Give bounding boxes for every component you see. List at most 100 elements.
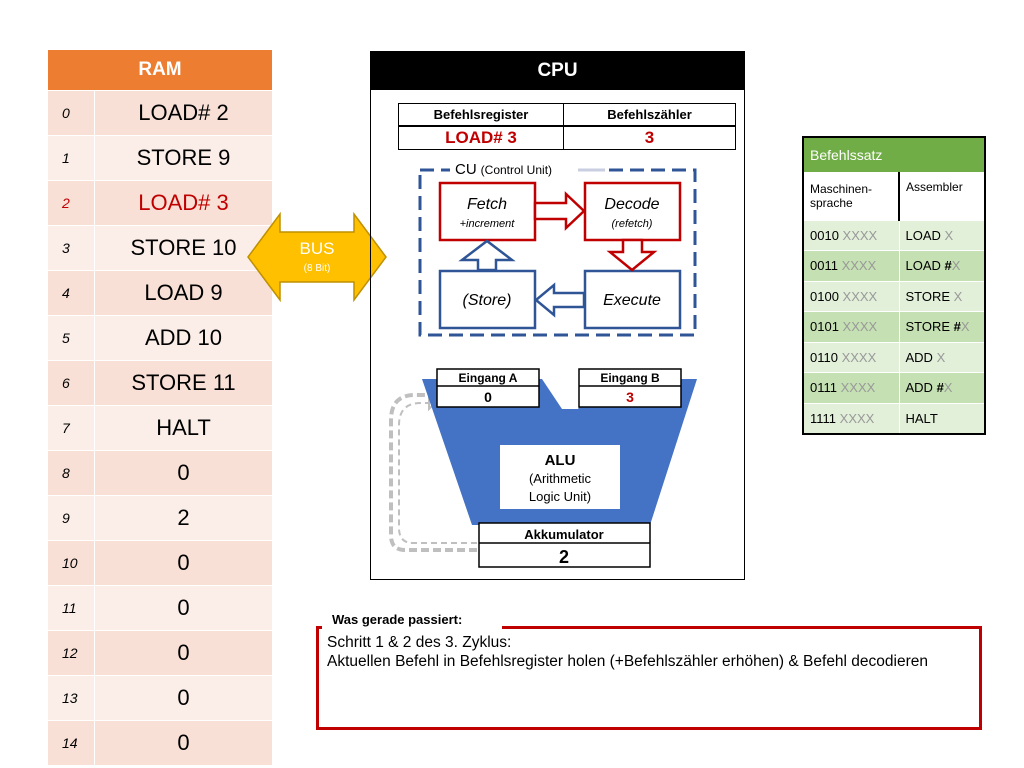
col-maschinensprache-line1: Maschinen- bbox=[810, 182, 873, 196]
arrow-fetch-decode bbox=[533, 191, 586, 231]
ram-address: 11 bbox=[62, 600, 77, 616]
opcode-cell: 0011 XXXX bbox=[802, 250, 900, 282]
ram-value: 0 bbox=[94, 721, 272, 765]
fetch-box bbox=[438, 181, 537, 242]
opcode-cell: 1111 XXXX bbox=[802, 402, 900, 435]
bus-label: BUS bbox=[300, 239, 335, 258]
decode-sublabel: (refetch) bbox=[612, 218, 653, 230]
ram-value: 2 bbox=[94, 496, 272, 540]
ram-address: 13 bbox=[62, 690, 78, 706]
bus-sublabel: (8 Bit) bbox=[304, 263, 331, 274]
assembler-cell: LOAD X bbox=[898, 219, 986, 251]
assembler-cell: LOAD #X bbox=[898, 250, 986, 282]
assembler-operand: X bbox=[960, 319, 970, 335]
opcode-cell: 0100 XXXX bbox=[802, 280, 900, 312]
assembler-mnemonic: STORE bbox=[905, 319, 954, 335]
akkumulator-value: 2 bbox=[559, 547, 569, 567]
befehlsregister-label: Befehlsregister bbox=[398, 103, 564, 127]
operand-placeholder: XXXX bbox=[837, 258, 877, 274]
operand-placeholder: XXXX bbox=[838, 288, 878, 304]
ram-address: 5 bbox=[62, 330, 70, 346]
alu-label-box bbox=[500, 445, 620, 509]
ram-value: LOAD# 2 bbox=[94, 91, 272, 135]
assembler-operand: X bbox=[936, 349, 946, 365]
arrow-decode-execute bbox=[606, 238, 658, 272]
cu-label-main: CU bbox=[455, 161, 477, 178]
opcode-cell: 0010 XXXX bbox=[802, 219, 900, 251]
eingang-a-label: Eingang A bbox=[459, 371, 518, 385]
status-line2: Aktuellen Befehl in Befehlsregister hole… bbox=[327, 653, 929, 670]
ram-value: 0 bbox=[94, 541, 272, 585]
ram-row: 0 LOAD# 2 bbox=[48, 90, 272, 135]
befehlsregister-value: LOAD# 3 bbox=[398, 125, 564, 150]
assembler-immediate-flag: # bbox=[936, 380, 944, 396]
control-unit-diagram: CU (Control Unit) Fetch +increment Decode… bbox=[418, 158, 697, 337]
assembler-immediate-flag: # bbox=[953, 319, 961, 335]
ram-address: 6 bbox=[62, 375, 70, 391]
assembler-operand: X bbox=[943, 380, 953, 396]
eingang-a-box bbox=[436, 368, 540, 408]
fetch-sublabel: +increment bbox=[460, 218, 516, 230]
assembler-mnemonic: HALT bbox=[905, 410, 938, 426]
decode-label: Decode bbox=[604, 196, 659, 213]
assembler-operand: X bbox=[944, 227, 954, 243]
ram-address: 0 bbox=[62, 105, 70, 121]
assembler-mnemonic: ADD bbox=[905, 349, 937, 365]
akkumulator-label: Akkumulator bbox=[524, 527, 603, 542]
ram-value: 0 bbox=[94, 631, 272, 675]
arrow-execute-store bbox=[534, 282, 586, 318]
execute-label: Execute bbox=[603, 292, 661, 309]
alu-diagram: Eingang A 0 Eingang B 3 ALU (Arithmetic … bbox=[389, 368, 697, 568]
opcode-bits: 0010 bbox=[810, 227, 839, 243]
ram-address: 4 bbox=[62, 285, 70, 301]
assembler-immediate-flag: # bbox=[944, 258, 952, 274]
assembler-operand: X bbox=[951, 258, 961, 274]
col-assembler: Assembler bbox=[898, 171, 986, 221]
eingang-b-box bbox=[578, 368, 682, 408]
alu-line2: Logic Unit) bbox=[529, 489, 591, 504]
fetch-label: Fetch bbox=[467, 196, 507, 213]
eingang-b-label: Eingang B bbox=[600, 371, 660, 385]
col-maschinensprache-line2: sprache bbox=[810, 196, 853, 210]
alu-line1: (Arithmetic bbox=[529, 471, 592, 486]
cu-label-sub: (Control Unit) bbox=[481, 163, 552, 177]
operand-placeholder: XXXX bbox=[837, 380, 876, 396]
befehlssatz-table: Befehlssatz Maschinen-sprache Assembler … bbox=[802, 136, 986, 435]
col-maschinensprache: Maschinen-sprache bbox=[802, 171, 900, 221]
assembler-cell: STORE #X bbox=[898, 311, 986, 343]
ram-address: 8 bbox=[62, 465, 70, 481]
cpu-box: CPU bbox=[370, 51, 745, 580]
register-table: Befehlsregister Befehlszähler LOAD# 3 3 bbox=[398, 103, 736, 150]
akkumulator-box bbox=[478, 522, 651, 568]
ram-address: 9 bbox=[62, 510, 70, 526]
ram-value: STORE 9 bbox=[94, 136, 272, 180]
assembler-cell: STORE X bbox=[898, 280, 986, 312]
execute-box bbox=[583, 269, 682, 330]
alu-title: ALU bbox=[545, 452, 576, 469]
opcode-bits: 0101 bbox=[810, 319, 839, 335]
assembler-cell: ADD #X bbox=[898, 372, 986, 404]
ram-address: 14 bbox=[62, 735, 78, 751]
store-box bbox=[438, 269, 537, 330]
ram-value: LOAD# 3 bbox=[94, 181, 272, 225]
befehlszaehler-label: Befehlszähler bbox=[563, 103, 736, 127]
opcode-cell: 0101 XXXX bbox=[802, 311, 900, 343]
ram-address: 3 bbox=[62, 240, 70, 256]
